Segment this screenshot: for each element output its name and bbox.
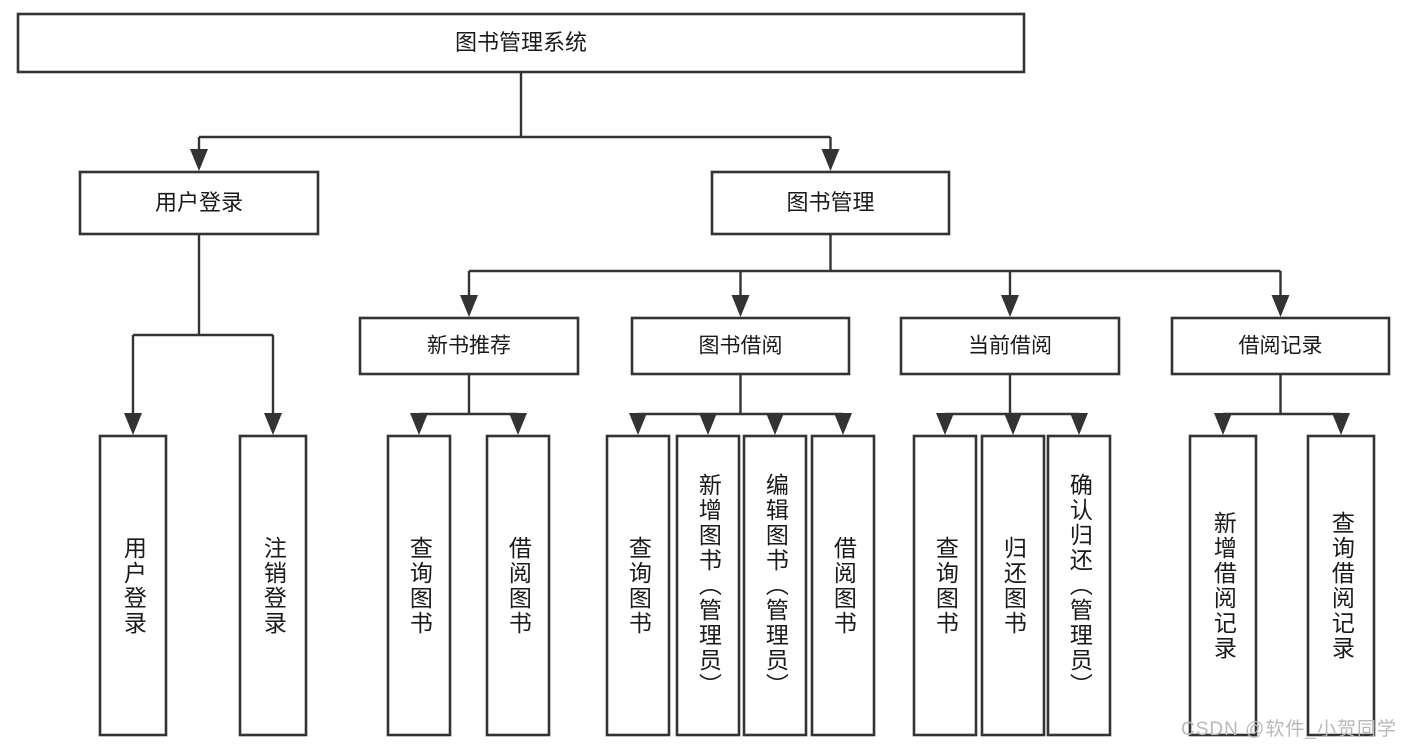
leaf-leaf-add-book[interactable] xyxy=(675,434,741,737)
node-borrow-records[interactable]: 借阅记录 xyxy=(1170,316,1391,376)
leaf-leaf-confirm-return[interactable] xyxy=(1046,434,1112,737)
connector-edges xyxy=(124,72,1350,435)
node-book-borrow[interactable]: 图书借阅 xyxy=(630,316,851,376)
leaf-leaf-query-record[interactable] xyxy=(1306,434,1376,737)
leaf-leaf-user-login[interactable] xyxy=(98,434,168,737)
node-user-login[interactable]: 用户登录 xyxy=(78,170,320,236)
watermark-text: CSDN @软件_小贺同学 xyxy=(1181,719,1397,740)
node-label-current-borrow: 当前借阅 xyxy=(968,335,1052,358)
leaf-leaf-borrow-book-2[interactable] xyxy=(810,434,876,737)
node-label-book-management: 图书管理 xyxy=(786,190,874,215)
leaf-leaf-query-book-1[interactable] xyxy=(386,434,452,737)
leaf-leaf-add-record[interactable] xyxy=(1188,434,1258,737)
node-label-root: 图书管理系统 xyxy=(455,30,587,55)
node-label-borrow-records: 借阅记录 xyxy=(1239,335,1323,358)
node-label-book-borrow: 图书借阅 xyxy=(699,335,783,358)
leaf-leaf-query-book-2[interactable] xyxy=(605,434,671,737)
node-label-new-book-recommend: 新书推荐 xyxy=(427,335,511,358)
node-new-book-recommend[interactable]: 新书推荐 xyxy=(358,316,580,376)
leaf-leaf-logout[interactable] xyxy=(238,434,308,737)
leaf-leaf-query-book-3[interactable] xyxy=(912,434,978,737)
node-label-user-login: 用户登录 xyxy=(155,190,243,215)
leaf-leaf-borrow-book-1[interactable] xyxy=(485,434,551,737)
leaf-leaf-edit-book[interactable] xyxy=(742,434,808,737)
node-root[interactable]: 图书管理系统 xyxy=(16,12,1026,74)
node-current-borrow[interactable]: 当前借阅 xyxy=(899,316,1121,376)
leaf-leaf-return-book[interactable] xyxy=(980,434,1046,737)
node-book-management[interactable]: 图书管理 xyxy=(710,170,951,236)
